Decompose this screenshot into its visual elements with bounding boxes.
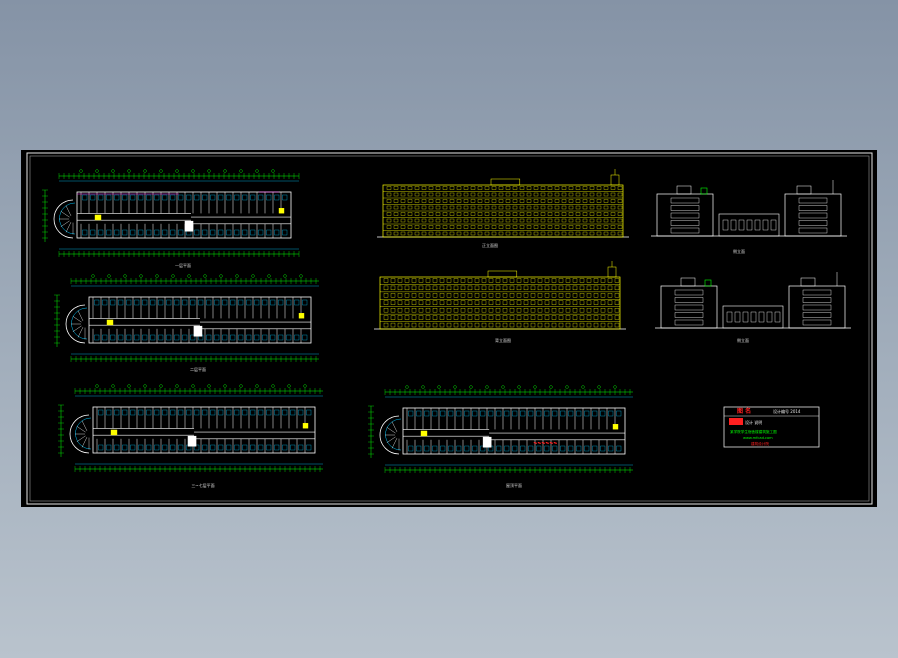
cad-drawing-sheet: 一层平面 二层平面 三~七层平面 屋顶平面 正立面图 侧立面 背立面图 侧立面 … — [21, 150, 877, 507]
plan-floor-3-7 — [58, 384, 323, 472]
sheet-border — [26, 152, 873, 505]
title-block-row4: 建筑设计院 — [751, 441, 769, 446]
plan2-label: 二层平面 — [190, 366, 206, 372]
plan-floor-2 — [54, 274, 319, 362]
elev-front-label: 正立面图 — [482, 242, 498, 248]
plan1-label: 一层平面 — [175, 262, 191, 268]
elevation-side-2 — [655, 272, 851, 329]
plan4-label: 屋顶平面 — [506, 482, 522, 488]
elevation-side-1 — [651, 180, 847, 237]
title-block-row2: 某学院学生宿舍楼建筑施工图 — [730, 429, 777, 434]
plan-floor-1 — [42, 169, 300, 257]
title-block-sub: 设计编号 2014 — [773, 408, 801, 414]
sheet-inner-border — [29, 155, 870, 502]
title-block-row3: www.mfcad.com — [743, 436, 773, 440]
title-block: 图 名 设计编号 2014 设计 说明 某学院学生宿舍楼建筑施工图 www.mf… — [723, 406, 820, 448]
elev-side2-label: 侧立面 — [737, 337, 749, 343]
plan-roof — [368, 385, 633, 473]
title-block-header: 图 名 — [737, 407, 751, 415]
title-block-red-mark — [729, 418, 743, 425]
elev-back-label: 背立面图 — [495, 337, 511, 343]
elev-side-label: 侧立面 — [733, 248, 745, 254]
elevation-front — [377, 169, 629, 238]
plan3-label: 三~七层平面 — [191, 482, 214, 488]
floor-plans-group — [42, 169, 633, 473]
title-block-row1: 设计 说明 — [745, 419, 762, 425]
elevations-group — [374, 169, 851, 330]
elevation-back — [374, 261, 626, 330]
